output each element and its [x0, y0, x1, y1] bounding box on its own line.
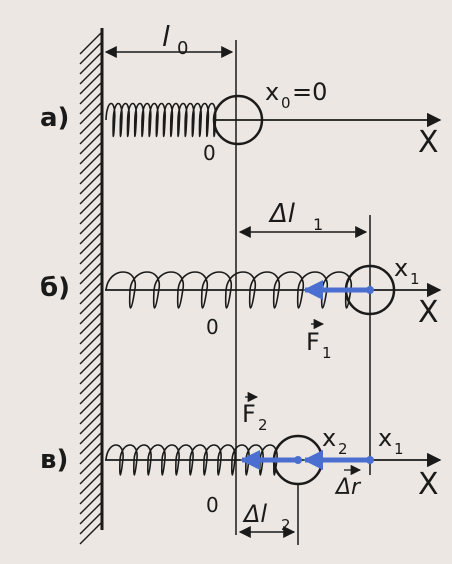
panel-b: б) Δl 1 0 x 1 X F 1	[40, 199, 442, 362]
position-sub-c1: 1	[394, 440, 404, 458]
force-f1-sub: 1	[322, 344, 332, 362]
natural-length-dimension: l 0	[104, 20, 237, 100]
natural-length-label: l	[162, 20, 170, 53]
natural-length-sub: 0	[177, 38, 188, 59]
ball-b-center	[366, 286, 374, 294]
delta-l2-sub: 2	[281, 516, 291, 534]
axis-label-a: X	[418, 125, 439, 160]
force-f1-label: F	[306, 328, 320, 356]
panel-c: в) F 2 x 2 x 1 X Δr 0 Δl 2	[40, 391, 442, 545]
displacement-label: Δr	[334, 475, 362, 500]
axis-label-c: X	[418, 467, 439, 502]
wall	[79, 28, 104, 545]
panel-c-label: в)	[40, 445, 68, 475]
delta-l1-sub: 1	[313, 215, 323, 234]
position-value-a: =0	[292, 78, 327, 106]
force-f2-sub: 2	[258, 416, 268, 434]
x1-point-c	[366, 456, 374, 464]
force-f2-label: F	[242, 400, 256, 428]
position-label-a: x	[265, 78, 279, 106]
panel-b-label: б)	[40, 273, 70, 303]
origin-label-c: 0	[206, 493, 219, 517]
position-sub-a: 0	[281, 94, 291, 112]
panel-a-label: а)	[40, 103, 69, 133]
position-label-c2: x	[322, 424, 336, 452]
axis-label-b: X	[418, 295, 439, 330]
position-sub-c2: 2	[338, 440, 348, 458]
origin-label-a: 0	[203, 141, 216, 165]
position-label-b: x	[394, 254, 408, 282]
delta-l1-label: Δl	[268, 199, 296, 229]
ball-a	[212, 94, 264, 146]
origin-label-b: 0	[206, 315, 219, 339]
spring-a	[105, 102, 217, 138]
delta-l2-label: Δl	[242, 500, 267, 528]
position-sub-b: 1	[410, 270, 420, 288]
position-label-c1: x	[378, 424, 392, 452]
ball-c-center	[294, 456, 302, 464]
panel-a: а) 0 x 0 =0 X	[40, 78, 442, 165]
